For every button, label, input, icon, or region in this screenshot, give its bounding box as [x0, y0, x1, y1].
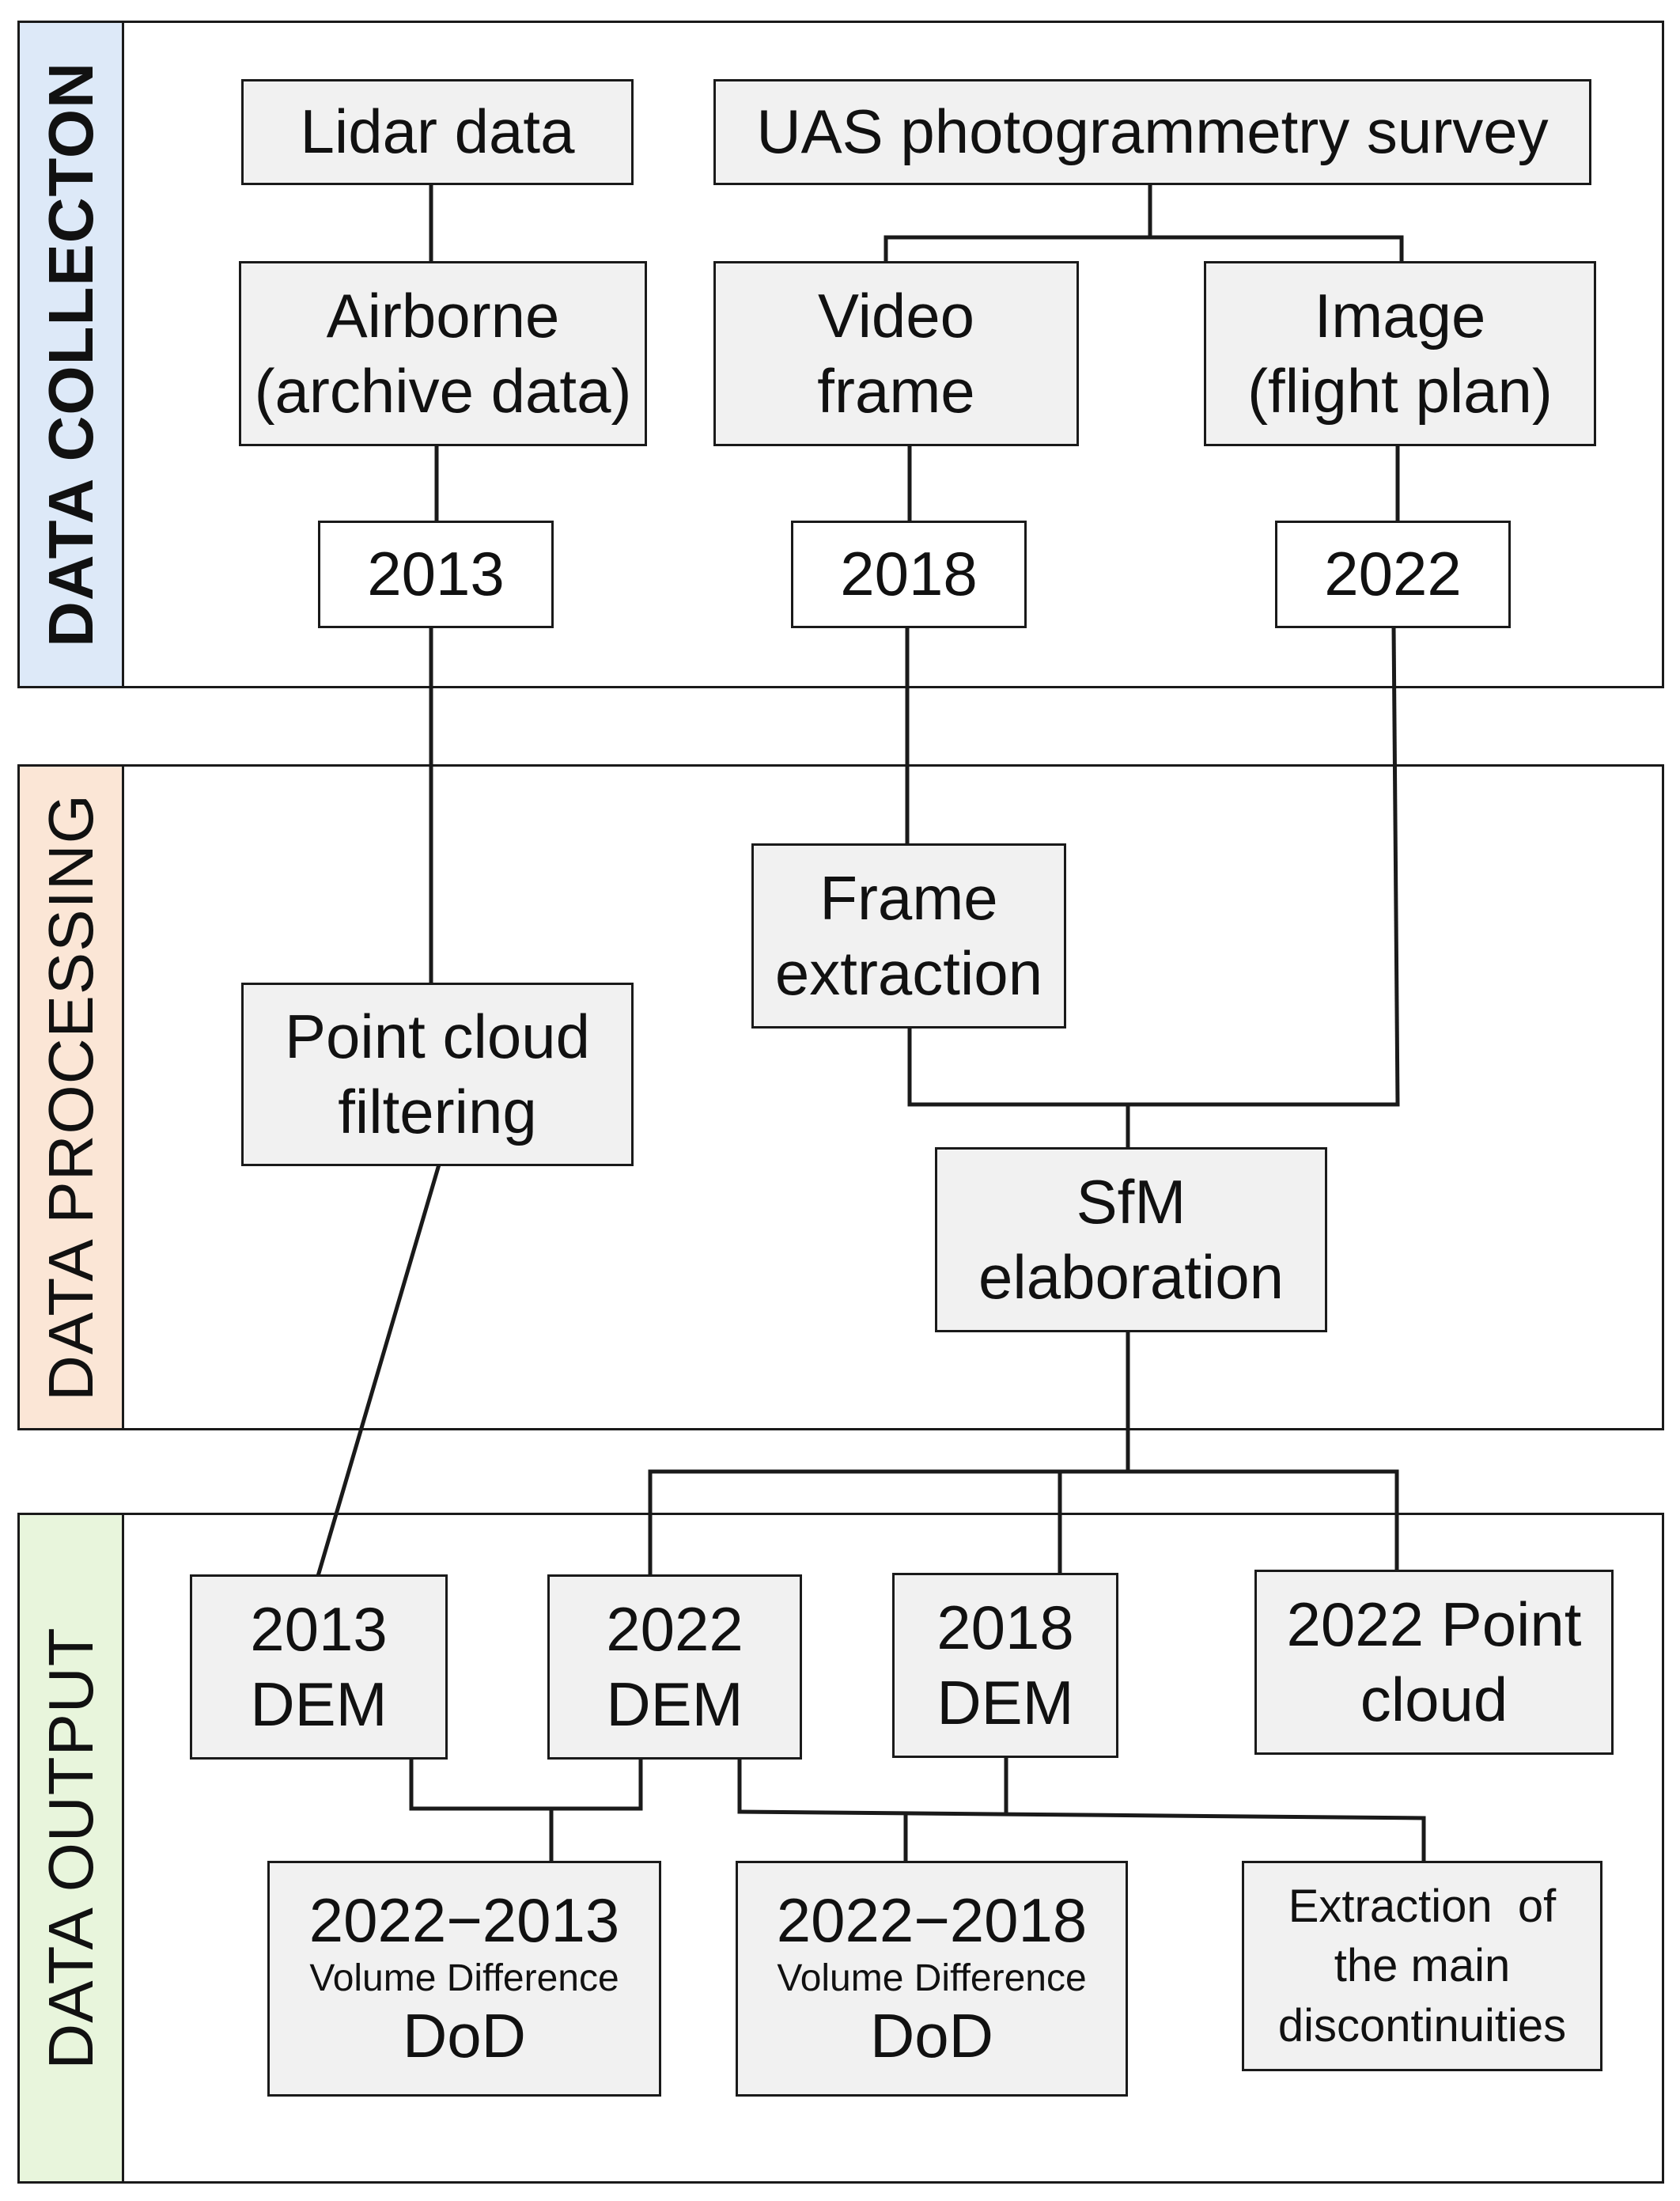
data-collection-label: DATA COLLECTON	[20, 23, 124, 686]
airborne-label-line1: Airborne	[326, 280, 560, 350]
dod-2022-2018-box: 2022−2018 Volume Difference DoD	[736, 1861, 1128, 2097]
data-processing-label: DATA PROCESSING	[20, 767, 124, 1428]
year-2013-label: 2013	[367, 539, 505, 609]
image-flight-plan-box: Image (flight plan)	[1204, 261, 1596, 446]
dod-2022-2018-title: 2022−2018	[776, 1885, 1088, 1955]
data-output-label: DATA OUTPUT	[20, 1515, 124, 2181]
video-frame-label-line2: frame	[817, 356, 975, 426]
sfm-label-line1: SfM	[1076, 1166, 1186, 1237]
airborne-label-line2: (archive data)	[254, 356, 632, 426]
dod-2022-2018-subtitle: Volume Difference	[777, 1957, 1087, 1999]
dem-2018-label-line1: 2018	[936, 1592, 1074, 1662]
discontinuities-label-line1: Extraction of	[1288, 1880, 1557, 1932]
year-2018-label: 2018	[840, 539, 978, 609]
dod-2022-2013-name: DoD	[402, 2001, 527, 2071]
point-cloud-2022-label-line1: 2022 Point	[1286, 1589, 1582, 1659]
dem-2022-box: 2022 DEM	[547, 1574, 802, 1760]
year-2018-box: 2018	[791, 521, 1027, 628]
dod-2022-2013-box: 2022−2013 Volume Difference DoD	[267, 1861, 661, 2097]
discontinuities-box: Extraction of the main discontinuities	[1242, 1861, 1602, 2071]
dem-2022-label-line2: DEM	[606, 1669, 744, 1739]
point-cloud-filtering-label-line2: filtering	[338, 1077, 537, 1146]
point-cloud-2022-box: 2022 Point cloud	[1254, 1570, 1614, 1755]
lidar-data-box: Lidar data	[241, 79, 634, 185]
uas-survey-label: UAS photogrammetry survey	[756, 97, 1549, 167]
point-cloud-filtering-label-line1: Point cloud	[285, 1001, 590, 1071]
frame-extraction-label-line1: Frame	[819, 862, 998, 933]
dod-2022-2013-subtitle: Volume Difference	[309, 1957, 619, 1999]
dem-2013-box: 2013 DEM	[190, 1574, 448, 1760]
uas-survey-box: UAS photogrammetry survey	[713, 79, 1591, 185]
dod-2022-2018-name: DoD	[869, 2001, 994, 2071]
year-2022-box: 2022	[1275, 521, 1511, 628]
point-cloud-filtering-box: Point cloud filtering	[241, 983, 634, 1166]
video-frame-label-line1: Video	[817, 280, 975, 350]
dod-2022-2013-title: 2022−2013	[308, 1885, 620, 1955]
dem-2013-label-line2: DEM	[250, 1669, 388, 1739]
frame-extraction-label-line2: extraction	[774, 938, 1043, 1008]
year-2013-box: 2013	[318, 521, 554, 628]
discontinuities-label-line2: the main	[1334, 1940, 1511, 1992]
dem-2022-label-line1: 2022	[606, 1593, 744, 1664]
lidar-data-label: Lidar data	[300, 97, 575, 167]
discontinuities-label-line3: discontinuities	[1277, 1999, 1567, 2051]
dem-2018-label-line2: DEM	[936, 1668, 1074, 1737]
image-label-line1: Image	[1314, 280, 1486, 350]
dem-2013-label-line1: 2013	[250, 1593, 388, 1664]
year-2022-label: 2022	[1324, 539, 1462, 609]
image-label-line2: (flight plan)	[1247, 356, 1553, 426]
sfm-label-line2: elaboration	[978, 1242, 1284, 1312]
sfm-elaboration-box: SfM elaboration	[935, 1147, 1327, 1332]
dem-2018-box: 2018 DEM	[892, 1573, 1118, 1758]
video-frame-box: Video frame	[713, 261, 1079, 446]
frame-extraction-box: Frame extraction	[751, 843, 1066, 1029]
point-cloud-2022-label-line2: cloud	[1360, 1665, 1508, 1734]
airborne-box: Airborne (archive data)	[239, 261, 647, 446]
